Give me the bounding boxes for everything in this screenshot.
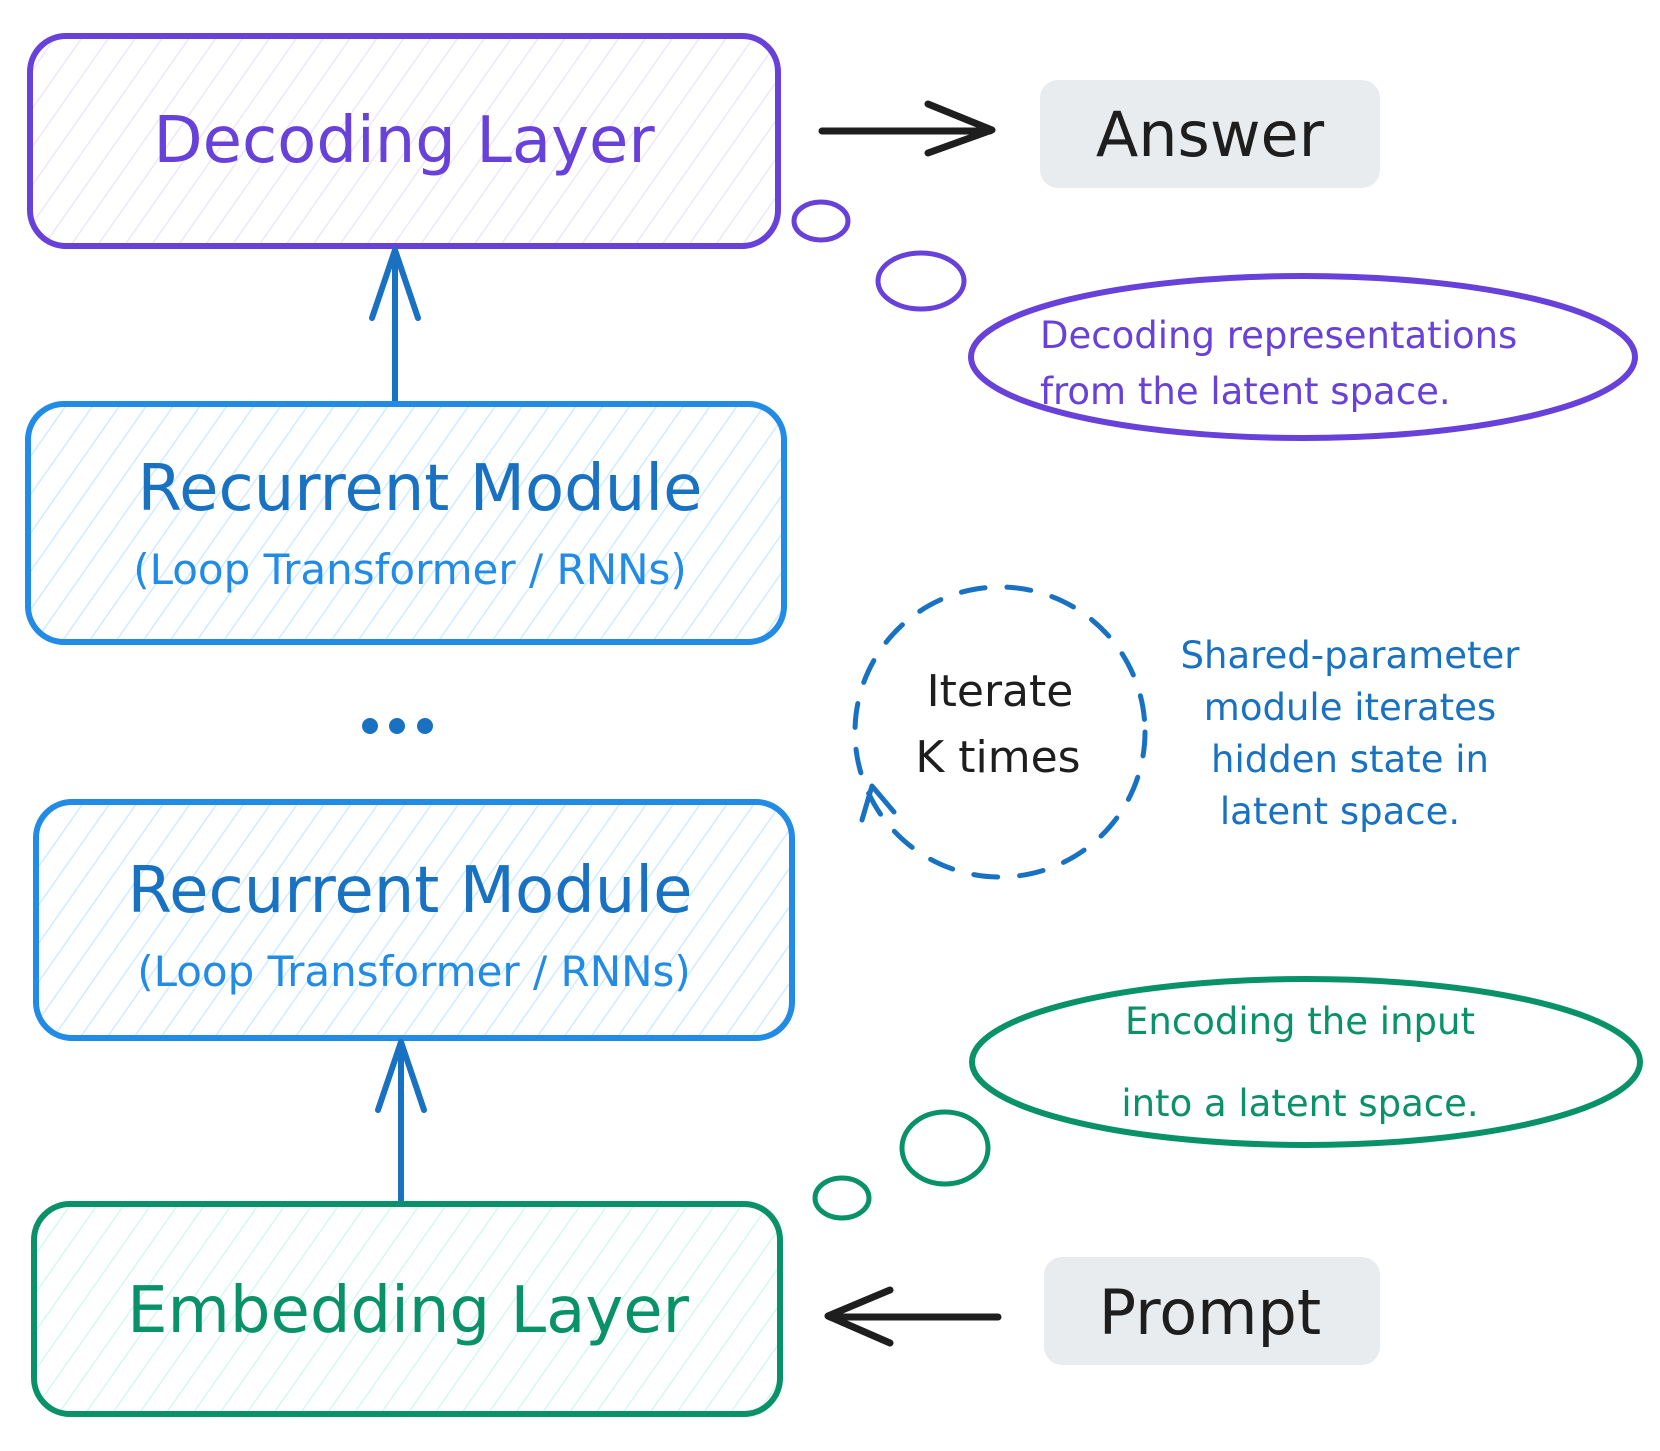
- thought-dot-large: [899, 1109, 991, 1187]
- embedding-layer-node[interactable]: Embedding Layer: [31, 1201, 783, 1417]
- prompt-label: Prompt: [1099, 1276, 1321, 1349]
- thought-bubble: [968, 273, 1638, 441]
- recurrent-module-top-title: Recurrent Module: [138, 452, 703, 526]
- answer-pill-bg: [1040, 80, 1380, 188]
- recurrent-module-top-subtitle: (Loop Transformer / RNNs): [133, 545, 687, 594]
- recurrent-module-bottom-box: [33, 799, 795, 1041]
- recurrent-module-bottom-subtitle: (Loop Transformer / RNNs): [137, 947, 691, 996]
- encoding-note-line-1: Encoding the input: [1125, 1000, 1475, 1043]
- thought-dot-small: [812, 1175, 872, 1221]
- iterate-loop: Iterate K times: [852, 584, 1148, 880]
- embedding-layer-box: [31, 1201, 783, 1417]
- recurrent-module-bottom-node[interactable]: Recurrent Module (Loop Transformer / RNN…: [33, 799, 795, 1041]
- arrow-to-answer: [818, 100, 996, 157]
- decoding-layer-title: Decoding Layer: [153, 104, 655, 178]
- recurrent-module-bottom-title: Recurrent Module: [128, 854, 693, 928]
- decoding-note-line-1: Decoding representations: [1040, 314, 1517, 357]
- loop-note-line-1: Shared-parameter: [1181, 634, 1521, 677]
- thought-dot-large: [875, 250, 967, 312]
- recurrent-module-top-box: [25, 401, 787, 645]
- loop-dashed-circle: [852, 584, 1148, 880]
- iterate-label-line-1: Iterate: [927, 666, 1074, 717]
- embedding-layer-title: Embedding Layer: [127, 1274, 689, 1348]
- loop-note-line-3: hidden state in: [1211, 738, 1489, 781]
- answer-pill: Answer: [1040, 80, 1380, 188]
- prompt-pill-bg: [1044, 1257, 1380, 1365]
- loop-note-line-2: module iterates: [1204, 686, 1496, 729]
- loop-note-line-4: latent space.: [1220, 790, 1460, 833]
- answer-label: Answer: [1096, 98, 1325, 171]
- thought-bubble: [969, 976, 1643, 1148]
- arrow-up-to-recurrent: [375, 1039, 427, 1203]
- ellipsis-icon: [362, 718, 433, 734]
- loop-arrowhead-icon: [859, 783, 897, 823]
- arrow-from-prompt: [824, 1286, 1002, 1347]
- prompt-pill: Prompt: [1044, 1257, 1380, 1365]
- thought-dot-small: [791, 199, 851, 243]
- decoding-thought: Decoding representations from the latent…: [791, 199, 1638, 441]
- encoding-note-line-2: into a latent space.: [1121, 1082, 1478, 1125]
- iterate-label-line-2: K times: [915, 732, 1080, 783]
- decoding-note-line-2: from the latent space.: [1040, 370, 1451, 413]
- arrow-up-to-decoding: [369, 247, 421, 407]
- decoding-layer-node[interactable]: Decoding Layer: [27, 33, 781, 249]
- encoding-thought: Encoding the input into a latent space.: [812, 976, 1643, 1221]
- recurrent-module-top-node[interactable]: Recurrent Module (Loop Transformer / RNN…: [25, 401, 787, 645]
- shared-parameter-note: Shared-parameter module iterates hidden …: [1181, 634, 1521, 833]
- decoding-layer-box: [27, 33, 781, 249]
